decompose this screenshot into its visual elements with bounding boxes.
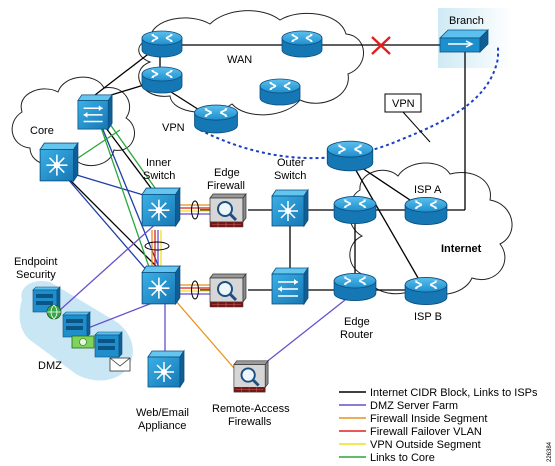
label-edge-firewall-2: Firewall (207, 180, 245, 192)
label-branch: Branch (449, 15, 484, 27)
inner-switch-2 (141, 265, 181, 305)
inner-switch-1 (141, 187, 181, 227)
label-endpoint-security-2: Security (16, 269, 56, 281)
vpn-callout (384, 93, 431, 143)
core-switch-2 (39, 142, 79, 182)
edge-router-2 (333, 272, 377, 302)
label-remote-access-2: Firewalls (228, 416, 272, 428)
dmz-server-2 (62, 311, 91, 338)
video-icon (71, 335, 95, 349)
outer-vpn-router (326, 140, 374, 172)
links-purple (59, 219, 346, 376)
web-email-appliance (147, 350, 185, 388)
label-vpn: VPN (162, 122, 185, 134)
label-wan: WAN (227, 54, 252, 66)
edge-router-1 (333, 195, 377, 225)
label-dmz: DMZ (38, 360, 62, 372)
branch-router-icon (439, 29, 489, 53)
wan-router-4 (259, 78, 301, 106)
outer-switch-1 (271, 189, 309, 227)
label-remote-access-1: Remote-Access (212, 403, 290, 415)
label-inner-switch-1: Inner (146, 157, 171, 169)
links-orange (174, 299, 241, 376)
wan-router-3 (141, 66, 183, 94)
envelope-icon (109, 357, 131, 372)
core-switch-1 (77, 94, 113, 130)
firewall-icon (208, 192, 248, 228)
x-mark-icon (371, 36, 391, 55)
label-endpoint-security-1: Endpoint (14, 256, 57, 268)
legend-label-1: DMZ Server Farm (370, 400, 458, 412)
legend-label-4: VPN Outside Segment (370, 439, 481, 451)
edge-firewall-2 (208, 272, 248, 308)
legend-label-0: Internet CIDR Block, Links to ISPs (370, 387, 538, 399)
legend-label-5: Links to Core (370, 452, 435, 464)
isp-a-router (404, 196, 448, 226)
label-web-email-1: Web/Email (136, 407, 189, 419)
wan-router-2 (281, 30, 323, 58)
remote-access-firewall (232, 359, 270, 394)
label-edge-firewall-1: Edge (214, 167, 240, 179)
label-core: Core (30, 125, 54, 137)
label-outer-switch-2: Switch (274, 170, 306, 182)
label-vpn-callout: VPN (392, 98, 415, 110)
vpn-router (193, 104, 239, 134)
vpn-tunnel (199, 45, 499, 160)
dmz-server-3 (94, 331, 123, 358)
etherchannel-rings (144, 200, 199, 300)
label-web-email-2: Appliance (138, 420, 186, 432)
figure-id: 226384 (547, 441, 553, 462)
label-edge-router-2: Router (340, 329, 373, 341)
isp-b-router (404, 276, 448, 306)
label-isp-a: ISP A (414, 184, 442, 196)
legend-label-3: Firewall Failover VLAN (370, 426, 482, 438)
label-edge-router-1: Edge (344, 316, 370, 328)
bundle-vertical (151, 230, 162, 268)
wan-router-1 (141, 30, 183, 58)
label-inner-switch-2: Switch (143, 170, 175, 182)
legend: Internet CIDR Block, Links to ISPs DMZ S… (339, 387, 538, 464)
globe-icon (46, 304, 62, 320)
internet-cloud (348, 162, 513, 295)
label-outer-switch-1: Outer (277, 157, 305, 169)
legend-label-2: Firewall Inside Segment (370, 413, 487, 425)
label-internet: Internet (441, 243, 482, 255)
outer-switch-2 (271, 267, 309, 305)
label-isp-b: ISP B (414, 311, 442, 323)
